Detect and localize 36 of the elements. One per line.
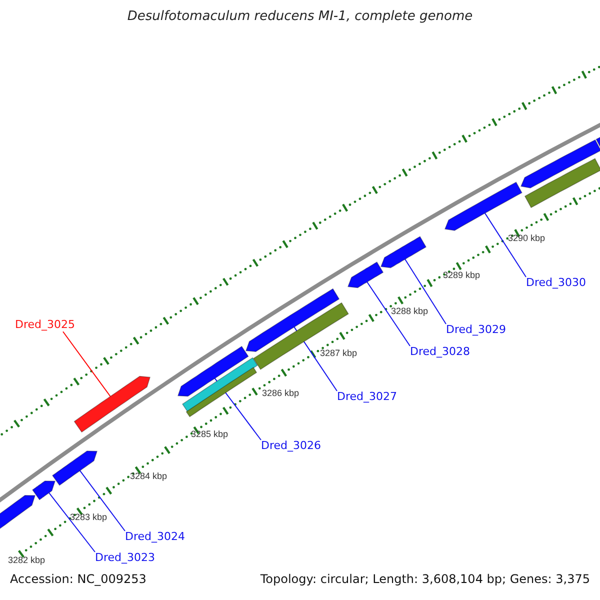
accession-text: Accession: NC_009253 [10,573,146,587]
genome-info-text: Topology: circular; Length: 3,608,104 bp; Genes: 3,375 [260,573,590,587]
gene-bar [380,236,427,268]
tick-label: 3288 kbp [391,306,428,316]
feature-bar [186,366,258,418]
gene-label: Dred_3024 [125,531,185,544]
gene-bar [444,182,522,231]
leader-line [484,212,526,278]
gene-bar [74,376,151,433]
gene-label: Dred_3025 [15,319,75,332]
leader-line [366,281,410,346]
tick-label: 3289 kbp [443,270,480,280]
leader-line [48,492,96,552]
gene-label: Dred_3028 [410,346,470,359]
tick-label: 3290 kbp [508,233,546,244]
tick-label: 3284 kbp [130,471,168,482]
gene-label: Dred_3030 [526,277,586,290]
gene-label: Dred_3029 [446,324,506,337]
gene-bar [520,139,600,188]
gene-bar [347,262,384,288]
gene-label: Dred_3026 [261,440,321,453]
tick-label: 3282 kbp [8,555,46,566]
gene-label: Dred_3027 [337,391,397,404]
tick-label: 3285 kbp [191,429,228,440]
tick-label: 3287 kbp [320,348,358,358]
feature-bar [524,158,600,208]
gene-bar [177,346,249,397]
tick-label: 3283 kbp [70,512,108,522]
leader-line [62,331,111,397]
leader-line [404,258,446,324]
gene-bar [32,480,56,500]
gene-label: Dred_3023 [95,552,155,565]
tick-label: 3286 kbp [262,388,300,398]
diagram-title: Desulfotomaculum reducens MI-1, complete genome [126,10,474,25]
gene-bar [52,450,98,486]
leader-line [79,470,126,532]
